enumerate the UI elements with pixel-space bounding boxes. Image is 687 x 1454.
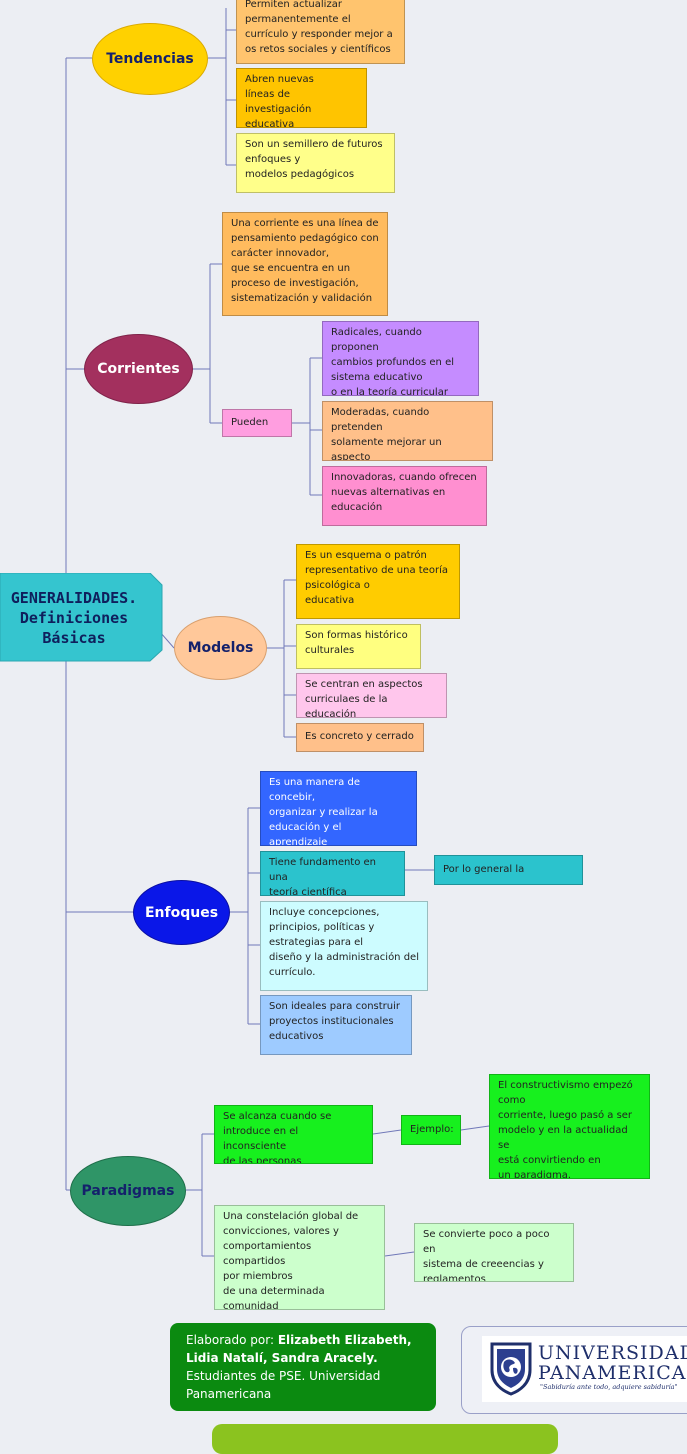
- tendencias-item-1[interactable]: Permiten actualizar permanentemente el c…: [236, 0, 405, 64]
- root-title: GENERALIDADES. Definiciones Básicas: [0, 578, 154, 658]
- enfoques-label: Enfoques: [144, 904, 219, 921]
- logo-tagline: "Sabiduría ante todo, adquiere sabiduría…: [540, 1383, 678, 1391]
- corrientes-label: Corrientes: [97, 361, 180, 377]
- paradigmas-constructivismo[interactable]: El constructivismo empezó como corriente…: [489, 1074, 650, 1179]
- corrientes-type-radicales[interactable]: Radicales, cuando proponen cambios profu…: [322, 321, 479, 396]
- enfoques-psicologia[interactable]: Por lo general la psicología: [434, 855, 583, 885]
- modelos-node[interactable]: Modelos: [174, 616, 267, 680]
- credits-authors-2: Lidia Natalí, Sandra Aracely.: [186, 1351, 378, 1365]
- enfoques-node[interactable]: Enfoques: [133, 880, 230, 945]
- corrientes-type-innovadoras[interactable]: Innovadoras, cuando ofrecen nuevas alter…: [322, 466, 487, 526]
- paradigmas-creencias[interactable]: Se convierte poco a poco en sistema de c…: [414, 1223, 574, 1282]
- paradigmas-ejemplo[interactable]: Ejemplo:: [401, 1115, 461, 1145]
- modelos-label: Modelos: [187, 640, 254, 656]
- logo-name-1: UNIVERSIDAD: [538, 1342, 687, 1364]
- modelos-item-1[interactable]: Es un esquema o patrón representativo de…: [296, 544, 460, 619]
- corrientes-definition[interactable]: Una corriente es una línea de pensamient…: [222, 212, 388, 316]
- modelos-item-3[interactable]: Se centran en aspectos curriculaes de la…: [296, 673, 447, 718]
- root-node[interactable]: [0, 573, 165, 662]
- enfoques-item-3[interactable]: Incluye concepciones, principios, políti…: [260, 901, 428, 991]
- credits-authors-1: Elizabeth Elizabeth,: [277, 1333, 412, 1347]
- credits-box: Elaborado por: Elizabeth Elizabeth, Lidi…: [170, 1323, 436, 1411]
- enfoques-item-2[interactable]: Tiene fundamento en una teoría científic…: [260, 851, 405, 896]
- paradigmas-constelacion[interactable]: Una constelación global de convicciones,…: [214, 1205, 385, 1310]
- enfoques-item-1[interactable]: Es una manera de concebir, organizar y r…: [260, 771, 417, 846]
- tendencias-label: Tendencias: [106, 51, 194, 67]
- credits-prefix: Elaborado por:: [186, 1333, 275, 1347]
- root-title-line3: Básicas: [42, 629, 106, 647]
- university-crest-icon: [490, 1342, 532, 1396]
- footer-bar: [212, 1424, 558, 1454]
- credits-suffix-2: Panamericana: [186, 1387, 272, 1401]
- modelos-item-4[interactable]: Es concreto y cerrado: [296, 723, 424, 752]
- tendencias-node[interactable]: Tendencias: [92, 23, 208, 95]
- corrientes-type-moderadas[interactable]: Moderadas, cuando pretenden solamente me…: [322, 401, 493, 461]
- credits-suffix-1: Estudiantes de PSE. Universidad: [186, 1369, 381, 1383]
- paradigmas-label: Paradigmas: [81, 1183, 175, 1199]
- logo-name-2: PANAMERICANA: [538, 1362, 687, 1384]
- paradigmas-node[interactable]: Paradigmas: [70, 1156, 186, 1226]
- paradigmas-inconsciente[interactable]: Se alcanza cuando se introduce en el inc…: [214, 1105, 373, 1164]
- corrientes-pueden-ser[interactable]: Pueden ser: [222, 409, 292, 437]
- corrientes-node[interactable]: Corrientes: [84, 334, 193, 404]
- tendencias-item-3[interactable]: Son un semillero de futuros enfoques y m…: [236, 133, 395, 193]
- root-title-line2: Definiciones: [19, 609, 129, 627]
- root-title-line1: GENERALIDADES.: [10, 589, 138, 607]
- modelos-item-2[interactable]: Son formas histórico culturales: [296, 624, 421, 669]
- tendencias-item-2[interactable]: Abren nuevas líneas de investigación edu…: [236, 68, 367, 128]
- enfoques-item-4[interactable]: Son ideales para construir proyectos ins…: [260, 995, 412, 1055]
